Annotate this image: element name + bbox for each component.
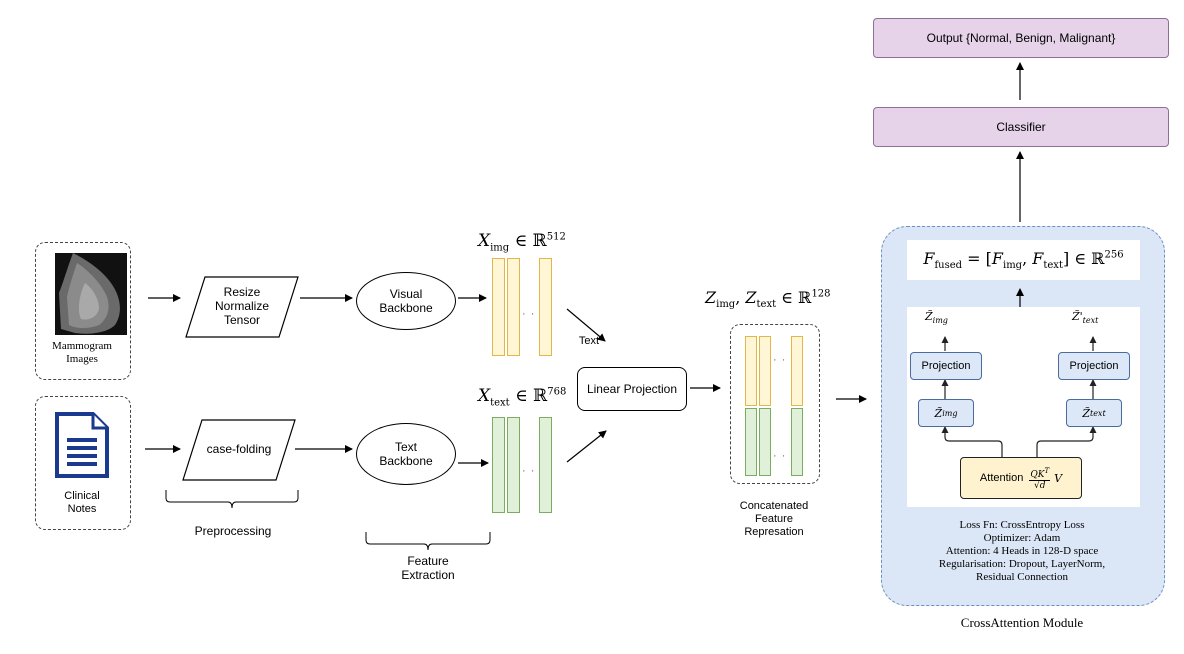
module-internal-connectors [1016, 288, 1024, 310]
img-feature-group: · · [492, 258, 556, 358]
z-img-top-label: Z̃img [925, 310, 948, 326]
img-feature-bar-2 [507, 258, 520, 356]
preprocessing-label: Preprocessing [194, 524, 272, 538]
img-feature-bar-3 [539, 258, 552, 356]
concat-img-bar-3 [791, 336, 803, 406]
clinical-notes-label: Clinical Notes [64, 490, 100, 515]
note-regularisation: Regularisation: Dropout, LayerNorm, [938, 558, 1106, 570]
z-img-mid-box: Z̃img [918, 399, 974, 427]
text-arrow-label: Text [578, 335, 600, 347]
concat-label: Concatenated Feature Represation [739, 500, 809, 538]
z-math: Zimg, Ztext ∈ ℝ128 [705, 288, 831, 311]
note-loss: Loss Fn: CrossEntropy Loss [959, 519, 1085, 531]
mammogram-image [55, 253, 127, 335]
img-feature-bar-1 [492, 258, 505, 356]
concat-text-ellipsis: · · [773, 450, 787, 462]
x-img-math: Ximg ∈ ℝ512 [478, 231, 566, 254]
attention-formula: QKT √d V [1029, 466, 1063, 491]
x-text-math: Xtext ∈ ℝ768 [478, 386, 567, 409]
mammogram-label: Mammogram Images [52, 340, 112, 365]
concat-img-ellipsis: · · [773, 354, 787, 366]
text-feature-bar-2 [507, 417, 520, 513]
preprocessing-brace [165, 490, 299, 509]
visual-backbone: Visual Backbone [356, 272, 456, 330]
concat-img-bar-2 [759, 336, 771, 406]
resize-normalize-shape [185, 276, 299, 338]
case-folding-shape [182, 419, 296, 481]
document-icon [55, 412, 109, 478]
case-folding-label: case-folding [206, 442, 272, 456]
concat-img-bar-1 [745, 336, 757, 406]
z-text-top-label: Z̃'text [1072, 310, 1099, 326]
feature-extraction-label: Feature Extraction [401, 554, 455, 582]
z-text-mid-box: Z̃text [1066, 399, 1122, 427]
attention-panel-arrows [941, 336, 1097, 457]
resize-normalize-label: Resize Normalize Tensor [214, 285, 269, 327]
output-box: Output {Normal, Benign, Malignant} [873, 18, 1169, 58]
text-feature-bar-3 [539, 417, 552, 513]
concat-text-bar-1 [745, 408, 757, 476]
concat-text-bar-3 [791, 408, 803, 476]
projection-left-box: Projection [910, 352, 982, 380]
text-feature-bar-1 [492, 417, 505, 513]
text-feature-group: · · [492, 417, 556, 517]
concat-feature-group: · · · · [745, 336, 807, 476]
module-notes: Loss Fn: CrossEntropy Loss Optimizer: Ad… [890, 519, 1154, 584]
module-caption: CrossAttention Module [960, 615, 1084, 630]
arrow-img-feature-to-projection [566, 308, 606, 342]
text-feature-ellipsis: · · [522, 465, 536, 477]
fused-math: Ffused = [Fimg, Ftext] ∈ ℝ256 [923, 249, 1124, 272]
img-feature-ellipsis: · · [522, 308, 536, 320]
classifier-box: Classifier [873, 107, 1169, 147]
fused-feature-box [907, 240, 1140, 280]
attention-label: Attention [979, 472, 1024, 484]
feature-extraction-brace [365, 532, 491, 551]
note-optimizer: Optimizer: Adam [983, 532, 1061, 544]
note-attention: Attention: 4 Heads in 128-D space [945, 545, 1099, 557]
projection-right-box: Projection [1058, 352, 1130, 380]
linear-projection-box: Linear Projection [577, 367, 687, 411]
attention-box: Attention QKT √d V [960, 457, 1082, 499]
concat-text-bar-2 [759, 408, 771, 476]
arrow-text-feature-to-projection [566, 430, 607, 463]
text-backbone: Text Backbone [356, 423, 456, 485]
note-residual: Residual Connection [976, 571, 1068, 583]
